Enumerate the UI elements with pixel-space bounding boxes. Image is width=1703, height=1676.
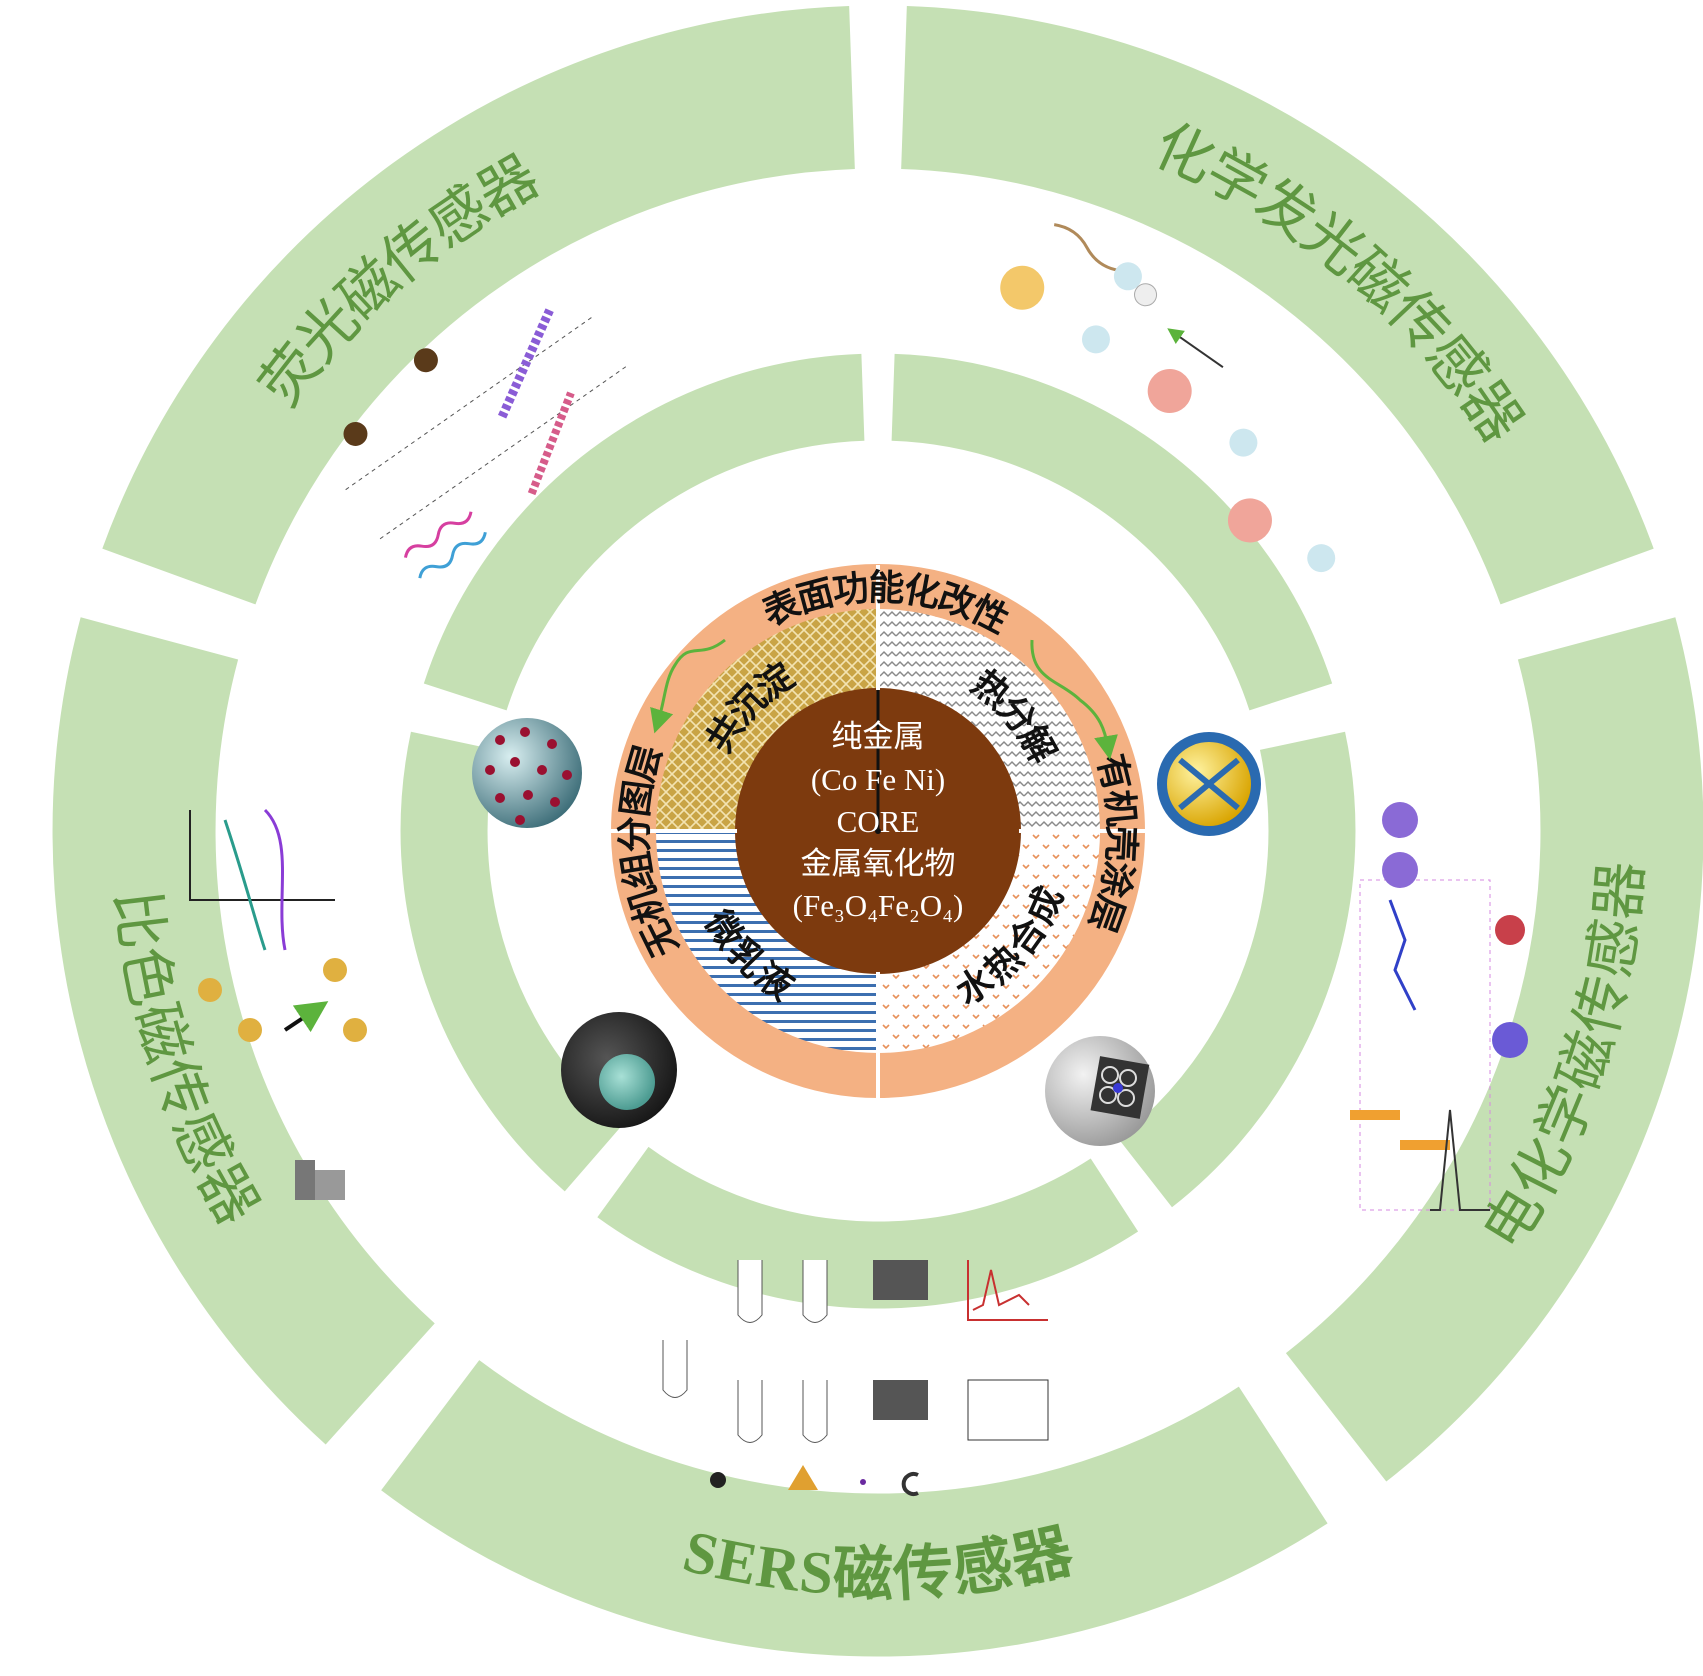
colorimetric-sensor-schematic — [189, 808, 367, 1200]
quadrant-microemulsion — [656, 831, 878, 1053]
dotted-sphere-nanoparticle — [472, 718, 582, 828]
middle-band-right — [1118, 731, 1356, 1208]
band-electrochemical-sensor — [1285, 617, 1703, 1482]
quadrant-coprecipitation — [656, 609, 878, 831]
middle-band-left — [400, 731, 623, 1192]
arrow-to-organic-icon — [1030, 639, 1118, 760]
middle-band-bottom — [597, 1146, 1139, 1309]
arrow-to-inorganic-icon — [650, 638, 726, 734]
band-colorimetric-sensor — [52, 617, 436, 1445]
core-center-dot — [875, 828, 881, 834]
quadrant-thermal-decomposition — [878, 609, 1100, 831]
yellow-core-shell-nanoparticle — [1157, 732, 1261, 836]
core-metal-oxide-formula: (Fe₃O₄Fe₂O₄) — [793, 888, 964, 923]
quadrant-hydrothermal — [878, 831, 1100, 1053]
band-sers-sensor — [381, 1359, 1328, 1657]
sers-sensor-schematic — [662, 1260, 1049, 1496]
band-fluorescent-sensor — [102, 6, 856, 605]
middle-ring — [400, 353, 1356, 1309]
band-chemiluminescent-sensor — [900, 6, 1654, 605]
chemiluminescent-sensor-schematic — [1000, 223, 1336, 573]
core-pure-metal-elements: (Co Fe Ni) — [811, 762, 945, 797]
outer-ring — [52, 6, 1703, 1657]
fluorescent-sensor-schematic — [343, 308, 627, 579]
middle-band-top-left — [423, 353, 865, 711]
electrochemical-sensor-schematic — [1350, 802, 1528, 1211]
hollow-shell-nanoparticle — [561, 1012, 677, 1128]
mof-shell-nanoparticle — [1045, 1036, 1155, 1146]
middle-band-top-right — [891, 353, 1333, 711]
core-pure-metal: 纯金属 — [832, 719, 925, 754]
core-label: CORE — [837, 804, 920, 839]
core-metal-oxide: 金属氧化物 — [801, 846, 956, 881]
